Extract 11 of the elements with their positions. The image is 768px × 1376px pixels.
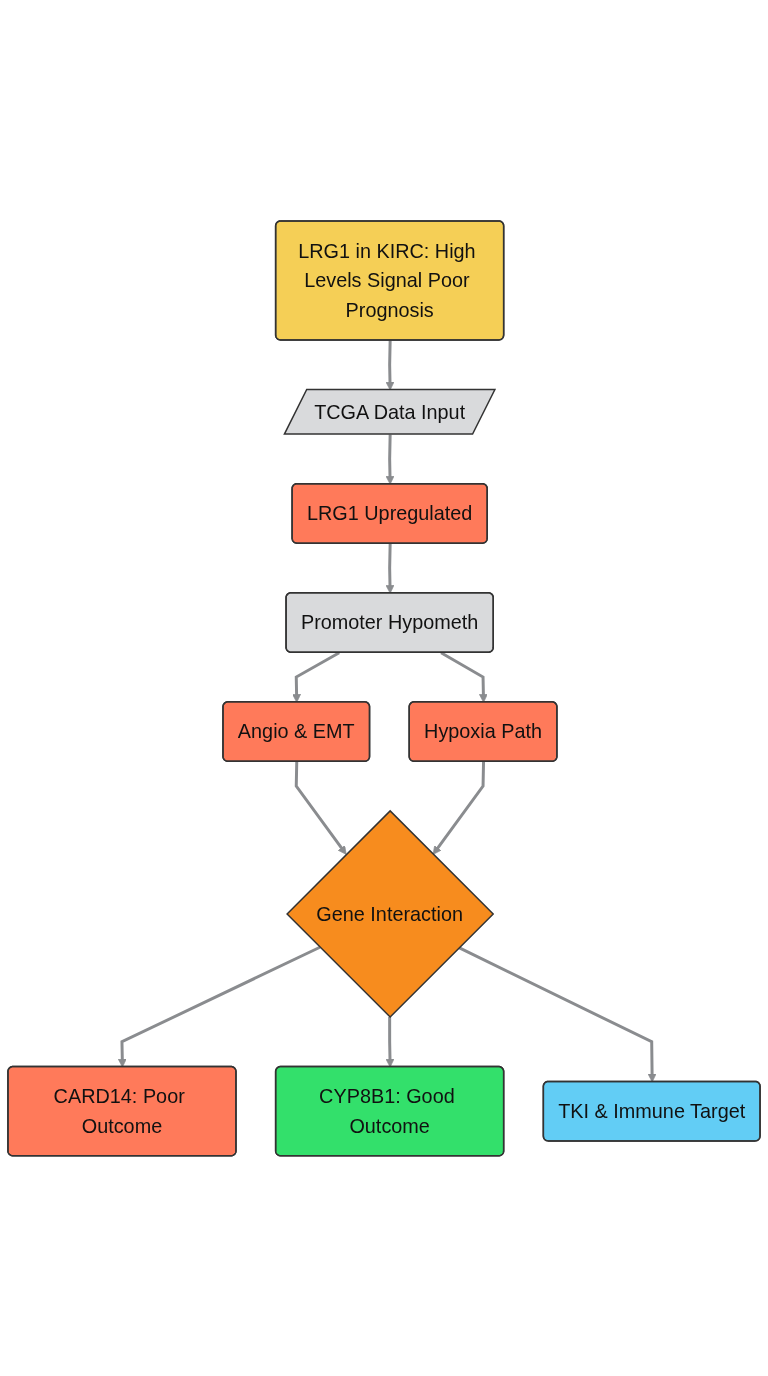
arrow <box>432 761 486 855</box>
arrow <box>385 1016 395 1068</box>
arrow <box>440 651 488 703</box>
arrow <box>385 543 395 594</box>
arrow <box>294 761 347 855</box>
arrow <box>385 434 395 485</box>
node-diamond: Gene Interaction <box>286 809 495 1018</box>
arrow <box>458 946 657 1082</box>
arrow <box>385 340 395 390</box>
arrow <box>117 945 321 1068</box>
arrow <box>292 651 340 703</box>
